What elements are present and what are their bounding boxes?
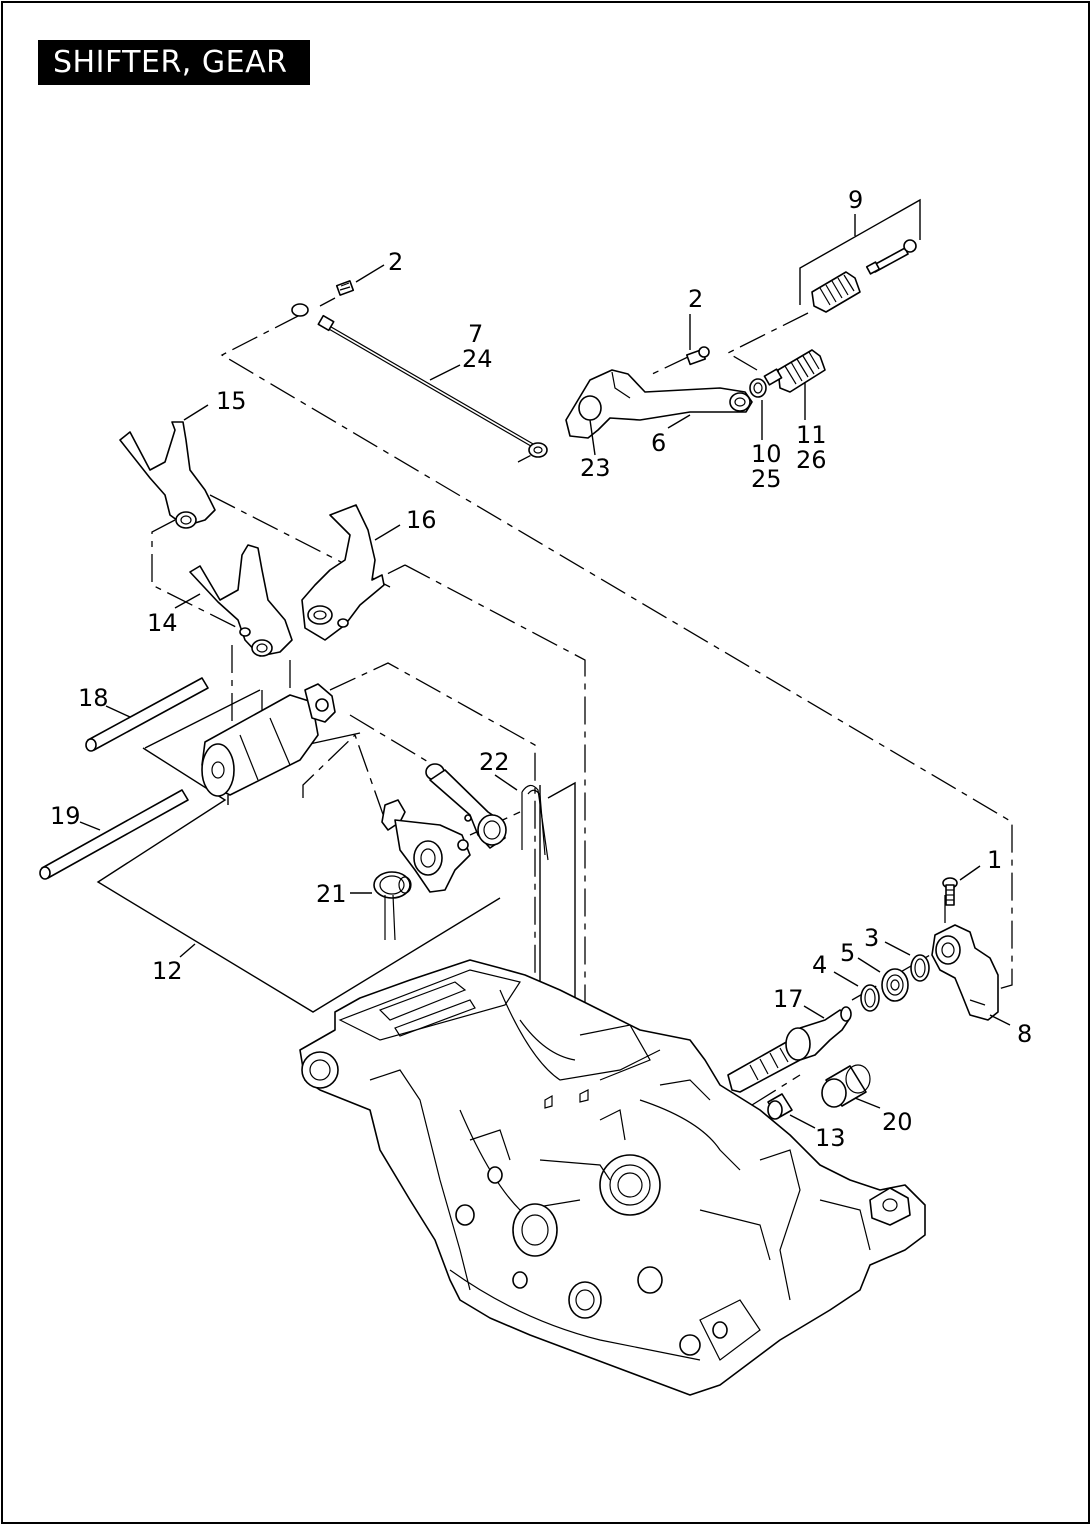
screw-2-lower [685, 346, 710, 366]
callout-6: 6 [651, 429, 666, 457]
callout-2-lower: 2 [688, 285, 703, 313]
callout-4: 4 [812, 951, 827, 979]
callout-13: 13 [815, 1124, 846, 1152]
shifter-shaft-17 [727, 1006, 852, 1093]
callout-20: 20 [882, 1108, 913, 1136]
shift-drum [201, 683, 336, 797]
callout-26: 26 [796, 446, 827, 474]
shift-rod [291, 303, 548, 458]
bushing-20 [821, 1064, 871, 1108]
page-title: SHIFTER, GEAR [38, 40, 310, 85]
washer-10 [749, 378, 767, 398]
crankcase-half [299, 959, 926, 1396]
callout-11: 11 [796, 421, 827, 449]
callout-14: 14 [147, 609, 178, 637]
leader-lines [79, 264, 1011, 1129]
retaining-ring-3 [910, 954, 930, 982]
fork-shaft-18 [85, 677, 209, 752]
callout-7: 7 [468, 320, 483, 348]
callout-15: 15 [216, 387, 247, 415]
shifter-pawl-assembly [381, 799, 471, 893]
fork-shaft-19 [39, 789, 189, 880]
shift-fork-16 [301, 504, 385, 641]
callout-17: 17 [773, 985, 804, 1013]
callout-8: 8 [1017, 1020, 1032, 1048]
callout-16: 16 [406, 506, 437, 534]
callout-10: 10 [751, 440, 782, 468]
bushing-13 [767, 1093, 793, 1120]
callout-23: 23 [580, 454, 611, 482]
pawl-arm-22 [425, 763, 507, 849]
shifter-arm-8 [931, 924, 999, 1021]
shift-lever [565, 369, 753, 439]
callout-2-upper: 2 [388, 248, 403, 276]
screw-2-upper [335, 280, 355, 296]
callout-22: 22 [479, 748, 510, 776]
callout-3: 3 [864, 924, 879, 952]
spring-clip-22 [521, 784, 549, 861]
callout-5: 5 [840, 939, 855, 967]
callout-12: 12 [152, 957, 183, 985]
shift-fork-14 [189, 544, 293, 657]
callout-1: 1 [987, 846, 1002, 874]
spring-21 [373, 871, 412, 941]
callout-24: 24 [462, 345, 493, 373]
callout-19: 19 [50, 802, 81, 830]
callout-25: 25 [751, 465, 782, 493]
shift-fork-15 [119, 421, 216, 529]
callout-21: 21 [316, 880, 347, 908]
footpeg-9-group [811, 239, 917, 313]
callout-9: 9 [848, 186, 863, 214]
callout-18: 18 [78, 684, 109, 712]
footpeg-11 [763, 349, 826, 393]
screw-1 [942, 877, 958, 906]
bearing-5 [881, 968, 909, 1002]
callout-labels: 1 2 2 3 4 5 6 7 24 8 9 10 25 11 26 12 13… [50, 186, 1032, 1152]
retaining-ring-4 [860, 984, 880, 1012]
